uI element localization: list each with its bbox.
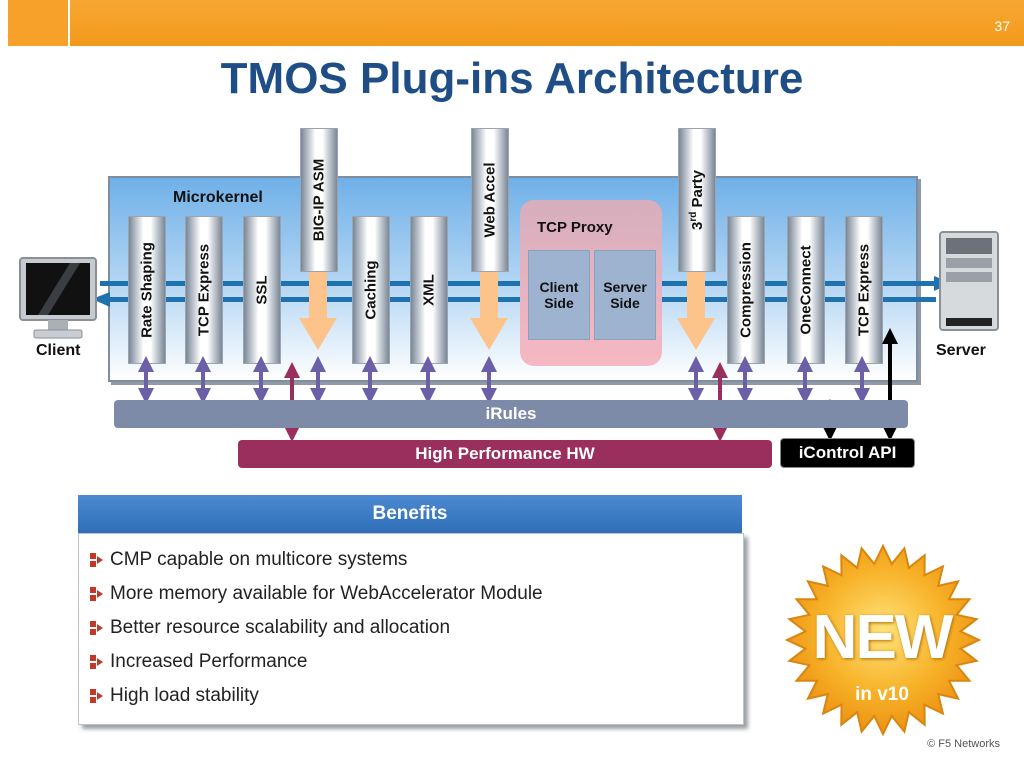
arrowhead-left — [92, 292, 110, 307]
plugin-3rd-party: 3rd Party — [678, 128, 716, 272]
monitor-icon — [19, 257, 97, 339]
server-side-box: Server Side — [594, 250, 656, 340]
plugin-web-accel: Web Accel — [471, 128, 509, 272]
new-badge-starburst-icon — [784, 543, 982, 737]
arrow-asm-down — [299, 272, 337, 350]
bullet-icon — [90, 655, 103, 669]
module-caching: Caching — [352, 216, 390, 364]
bullet-icon — [90, 587, 103, 601]
benefits-panel — [78, 533, 744, 725]
benefit-text: CMP capable on multicore systems — [110, 549, 408, 570]
module-rate-shaping: Rate Shaping — [128, 216, 166, 364]
new-badge-subtitle: in v10 — [855, 684, 909, 705]
top-bar — [8, 0, 1024, 46]
list-item: CMP capable on multicore systems — [90, 549, 407, 571]
high-performance-hw-bar: High Performance HW — [238, 440, 772, 468]
bullet-icon — [90, 689, 103, 703]
arrow-3rdparty-down — [677, 272, 715, 350]
module-tcp-express-server: TCP Express — [845, 216, 883, 364]
benefit-text: More memory available for WebAccelerator… — [110, 583, 543, 604]
benefit-text: High load stability — [110, 685, 259, 706]
module-xml: XML — [410, 216, 448, 364]
module-tcp-express-client: TCP Express — [185, 216, 223, 364]
top-bar-accent — [8, 0, 70, 46]
benefit-text: Better resource scalability and allocati… — [110, 617, 451, 638]
server-icon — [939, 231, 999, 331]
server-label: Server — [936, 342, 986, 359]
microkernel-label: Microkernel — [173, 189, 263, 206]
new-badge-word: NEW — [812, 603, 954, 672]
list-item: Better resource scalability and allocati… — [90, 617, 450, 639]
list-item: High load stability — [90, 685, 259, 707]
plugin-bigip-asm: BIG-IP ASM — [300, 128, 338, 272]
slide-title: TMOS Plug-ins Architecture — [220, 54, 804, 103]
flow-line-bottom — [100, 297, 936, 302]
copyright: © F5 Networks — [927, 738, 1000, 750]
client-label: Client — [36, 342, 81, 359]
irules-bar: iRules — [114, 400, 908, 428]
icontrol-api-bar: iControl API — [780, 438, 915, 468]
client-side-box: Client Side — [528, 250, 590, 340]
benefit-text: Increased Performance — [110, 651, 308, 672]
module-ssl: SSL — [243, 216, 281, 364]
module-oneconnect: OneConnect — [787, 216, 825, 364]
list-item: More memory available for WebAccelerator… — [90, 583, 543, 605]
client-side-label: Client Side — [539, 279, 579, 311]
tcp-proxy-title: TCP Proxy — [537, 219, 613, 236]
benefits-header: Benefits — [78, 495, 742, 533]
module-compression: Compression — [727, 216, 765, 364]
bullet-icon — [90, 553, 103, 567]
page-number: 37 — [994, 18, 1010, 34]
list-item: Increased Performance — [90, 651, 308, 673]
bullet-icon — [90, 621, 103, 635]
arrow-webaccel-down — [470, 272, 508, 350]
server-side-label: Server Side — [603, 279, 647, 311]
flow-line-top — [100, 281, 936, 286]
